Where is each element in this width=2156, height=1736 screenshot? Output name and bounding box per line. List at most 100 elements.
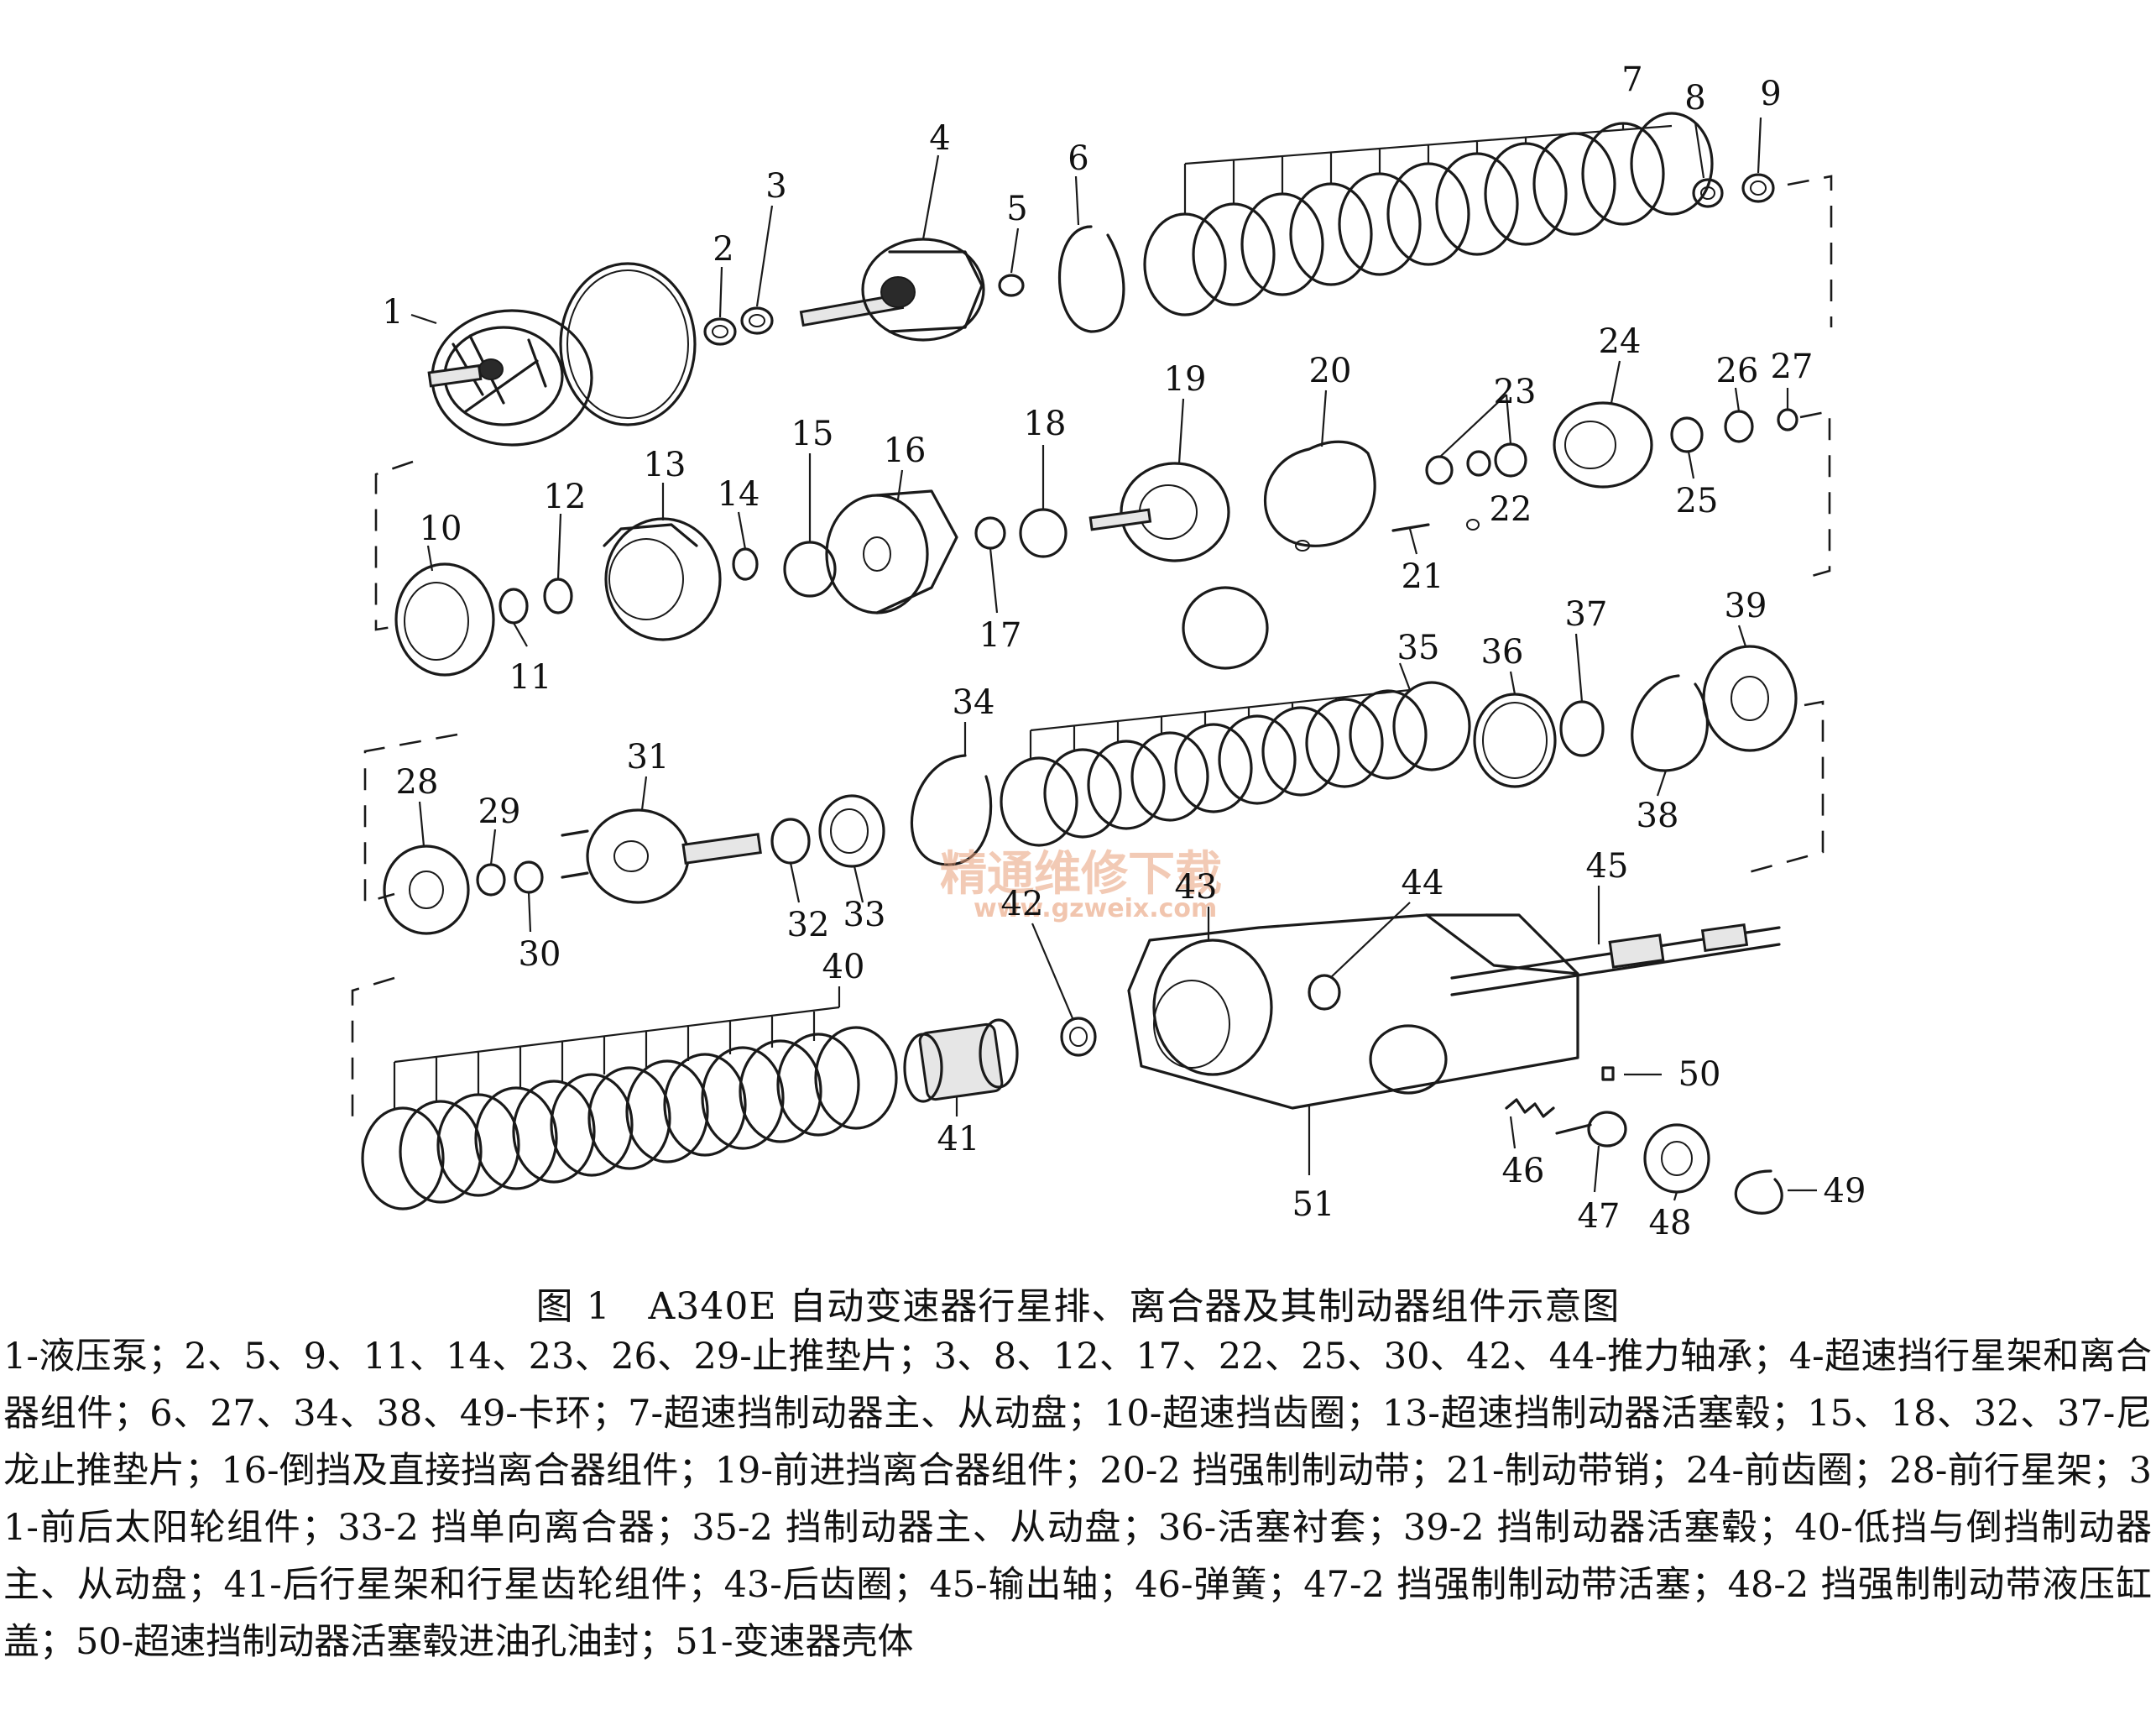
part-14-thrust-washer [732,547,759,581]
figure-caption: 图 1 A340E 自动变速器行星排、离合器及其制动器组件示意图 [535,1285,1621,1328]
part-41-rear-carrier [903,1018,1019,1103]
part-38-snap-ring [1631,674,1709,772]
part-37-nylon-washer [1559,700,1605,757]
part-19-forward-clutch [1088,462,1230,562]
label-part-31: 31 [627,738,670,776]
label-part-29: 29 [478,792,521,831]
label-part-51: 51 [1292,1185,1335,1224]
row4-dashed-connector-left [351,976,395,1125]
label-part-27: 27 [1771,348,1814,386]
part-51-transmission-case [1127,913,1579,1110]
part-50-oil-seal [1601,1066,1615,1081]
part-46-spring [1505,1098,1555,1118]
label-part-36: 36 [1481,633,1524,672]
label-part-28: 28 [396,763,439,802]
figure-legend: 1-液压泵；2、5、9、11、14、23、26、29-止推垫片；3、8、12、1… [3,1336,2152,1663]
label-part-24: 24 [1599,322,1642,361]
part-20-band-pin-hole [1295,540,1310,552]
label-part-19: 19 [1164,360,1207,399]
label-part-30: 30 [519,935,561,974]
part-18-nylon-washer [1019,508,1068,558]
label-part-40: 40 [822,948,865,986]
label-part-6: 6 [1068,139,1088,178]
part-23-small-ring [1466,519,1480,531]
part-20-band-lower-ring [1182,586,1269,670]
part-3-thrust-bearing [740,306,774,335]
leader-lines [410,117,1817,1201]
watermark-url: www.gzweix.com [974,894,1217,923]
part-1-pump-seal-ring-inner [566,269,689,419]
part-32-nylon-washer [770,818,811,865]
label-part-39: 39 [1725,587,1767,625]
part-42-thrust-bearing [1060,1017,1097,1057]
label-part-25: 25 [1676,482,1719,520]
part-11-thrust-washer [499,588,529,625]
label-part-4: 4 [929,119,950,158]
label-part-38: 38 [1637,797,1679,835]
part-30-thrust-bearing [514,860,544,894]
label-part-13: 13 [644,446,686,484]
label-part-21: 21 [1402,557,1444,596]
label-part-14: 14 [718,475,760,514]
part-35-2nd-brake-discs [1000,681,1471,847]
part-17-thrust-bearing [974,516,1006,550]
part-25-thrust-bearing [1670,416,1704,453]
part-1-oil-pump [427,309,593,447]
part-21-band-pin [1391,523,1430,532]
label-part-49: 49 [1824,1172,1866,1210]
part-13-od-brake-hub [603,517,722,641]
label-part-15: 15 [791,415,834,453]
part-10-od-ring-gear [394,562,495,677]
label-part-41: 41 [937,1120,980,1158]
label-part-20: 20 [1309,352,1352,390]
label-part-37: 37 [1565,595,1608,634]
part-44-thrust-bearing [1308,974,1341,1011]
part-27-snap-ring [1777,408,1798,431]
label-part-33: 33 [843,896,886,934]
part-40-low-reverse-brake-discs [361,1006,898,1210]
part-29-thrust-washer [476,863,506,897]
part-6-snap-ring [1058,225,1125,333]
label-part-32: 32 [787,906,830,944]
label-part-42: 42 [1001,885,1044,923]
label-part-5: 5 [1006,190,1027,228]
label-part-7: 7 [1621,60,1642,99]
part-12-thrust-bearing [543,578,573,614]
part-49-snap-ring [1734,1169,1783,1215]
part-39-2nd-brake-hub [1702,645,1798,752]
label-part-46: 46 [1502,1152,1545,1190]
label-part-48: 48 [1649,1204,1692,1242]
row3-dashed-connector-left [363,733,458,904]
label-part-34: 34 [953,683,995,722]
label-part-2: 2 [713,230,733,269]
label-part-23: 23 [1494,373,1537,411]
label-part-9: 9 [1760,75,1781,113]
part-28-front-carrier [383,844,470,935]
part-31-sun-gear-assembly [561,808,762,904]
label-part-17: 17 [979,616,1022,655]
part-22-thrust-bearing [1425,455,1454,485]
label-part-8: 8 [1684,79,1705,118]
label-part-1: 1 [382,293,403,332]
label-part-50: 50 [1678,1055,1721,1094]
row3-dashed-connector-right [1745,700,1825,875]
part-45-output-shaft [1450,923,1781,996]
row2-dashed-connector-left [374,460,414,631]
part-33-one-way-clutch [818,794,885,868]
label-part-44: 44 [1402,864,1444,902]
part-24-front-ring-gear [1553,401,1653,489]
part-number-labels: 1 2 3 4 5 6 7 8 9 10 11 12 13 14 15 16 1… [382,60,1866,1242]
part-8-thrust-bearing [1692,178,1724,208]
label-part-12: 12 [544,478,587,516]
part-20-2nd-coast-brake-band [1263,440,1376,547]
label-part-16: 16 [884,431,927,470]
part-2-thrust-washer [703,317,737,346]
label-part-22: 22 [1490,490,1532,529]
part-34-snap-ring [910,754,993,866]
part-23-thrust-washer [1466,442,1527,478]
part-48-band-cylinder-cover [1643,1123,1710,1194]
label-part-18: 18 [1024,405,1067,443]
label-part-47: 47 [1578,1197,1621,1236]
part-47-band-piston [1555,1111,1627,1148]
label-part-10: 10 [420,510,462,548]
